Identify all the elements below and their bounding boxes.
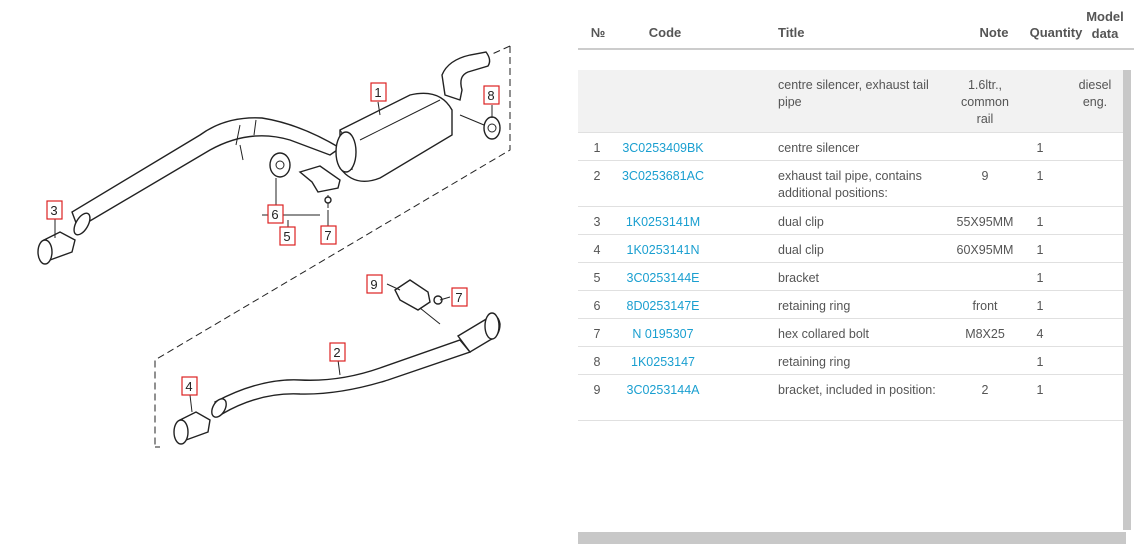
table-row[interactable]: 1 3C0253409BK centre silencer 1 (578, 133, 1123, 161)
part-quantity: 1 (1036, 141, 1044, 155)
table-spacer (578, 50, 1123, 70)
callout-5[interactable]: 5 (279, 226, 296, 246)
group-title: centre silencer, exhaust tail pipe (778, 78, 929, 109)
row-number: 4 (593, 243, 601, 257)
callout-7[interactable]: 7 (320, 225, 337, 245)
retaining-ring-8-part (459, 114, 501, 140)
part-note: front (972, 299, 998, 313)
part-code-link[interactable]: 1K0253147 (631, 355, 695, 369)
bracket-5-part (298, 165, 341, 193)
callout-3[interactable]: 3 (46, 200, 63, 220)
exploded-parts-diagram: 1 2 3 4 5 6 7 7 8 9 (37, 45, 511, 448)
table-row[interactable]: 8 1K0253147 retaining ring 1 (578, 347, 1123, 375)
table-row[interactable]: 6 8D0253147E retaining ring front 1 (578, 291, 1123, 319)
part-code-link[interactable]: 1K0253141N (626, 243, 700, 257)
dual-clip-3-part (37, 231, 76, 265)
callout-6[interactable]: 6 (267, 204, 284, 224)
callout-4[interactable]: 4 (181, 376, 198, 396)
group-note: 1.6ltr., common rail (961, 78, 1009, 126)
row-number: 1 (593, 141, 601, 155)
part-code-link[interactable]: 3C0253144E (626, 271, 700, 285)
rear-pipe-upper (441, 51, 491, 101)
retaining-ring-6-part (269, 152, 291, 178)
svg-text:5: 5 (283, 229, 290, 244)
table-row[interactable]: 9 3C0253144A bracket, included in position… (578, 375, 1123, 421)
part-title: exhaust tail pipe, contains additional p… (778, 169, 922, 200)
callout-7-lower[interactable]: 7 (451, 287, 468, 307)
part-quantity: 1 (1036, 271, 1044, 285)
svg-text:9: 9 (370, 277, 377, 292)
part-title: centre silencer (778, 141, 860, 155)
part-quantity: 1 (1036, 243, 1044, 257)
table-row[interactable]: 5 3C0253144E bracket 1 (578, 263, 1123, 291)
table-row[interactable]: 2 3C0253681AC exhaust tail pipe, contains … (578, 161, 1123, 207)
svg-text:8: 8 (487, 88, 494, 103)
row-number: 3 (593, 215, 601, 229)
part-note: 55X95MM (956, 215, 1014, 229)
part-title: dual clip (778, 215, 824, 229)
group-row: centre silencer, exhaust tail pipe 1.6lt… (578, 70, 1123, 133)
front-pipe (71, 117, 342, 230)
table-row[interactable]: 7 N 0195307 hex collared bolt M8X25 4 (578, 319, 1123, 347)
header-code: Code (648, 25, 682, 40)
svg-text:6: 6 (271, 207, 278, 222)
part-code-link[interactable]: 1K0253141M (625, 215, 701, 229)
part-note: 2 (981, 383, 989, 397)
table-header: № Code Title Note Quantity Model data (578, 0, 1134, 50)
part-note: 60X95MM (956, 243, 1014, 257)
callout-1[interactable]: 1 (370, 82, 387, 102)
header-note: Note (979, 25, 1009, 40)
callout-8[interactable]: 8 (483, 85, 500, 105)
horizontal-scrollbar[interactable] (578, 532, 1126, 544)
part-title: hex collared bolt (778, 327, 870, 341)
svg-text:7: 7 (324, 228, 331, 243)
part-title: retaining ring (778, 355, 851, 369)
svg-text:2: 2 (333, 345, 340, 360)
part-code-link[interactable]: 3C0253144A (626, 383, 700, 397)
svg-text:1: 1 (374, 85, 381, 100)
row-number: 5 (593, 271, 601, 285)
part-title: bracket (778, 271, 819, 285)
table-row[interactable]: 3 1K0253141M dual clip 55X95MM 1 (578, 207, 1123, 235)
parts-table-panel: № Code Title Note Quantity Model data ce… (578, 0, 1134, 544)
part-code-link[interactable]: 3C0253409BK (622, 141, 704, 155)
centre-silencer-part (335, 92, 453, 182)
part-quantity: 1 (1036, 383, 1044, 397)
parts-rows: centre silencer, exhaust tail pipe 1.6lt… (578, 70, 1123, 421)
row-number: 6 (593, 299, 601, 313)
part-quantity: 4 (1036, 327, 1044, 341)
part-title: retaining ring (778, 299, 851, 313)
part-quantity: 1 (1036, 299, 1044, 313)
part-title: dual clip (778, 243, 824, 257)
row-number: 8 (593, 355, 601, 369)
callout-9[interactable]: 9 (366, 274, 383, 294)
group-model: diesel eng. (1078, 78, 1112, 109)
part-note: M8X25 (965, 327, 1005, 341)
svg-text:7: 7 (455, 290, 462, 305)
row-number: 7 (593, 327, 601, 341)
table-row[interactable]: 4 1K0253141N dual clip 60X95MM 1 (578, 235, 1123, 263)
row-number: 9 (593, 383, 601, 397)
svg-text:4: 4 (185, 379, 192, 394)
svg-text:3: 3 (50, 203, 57, 218)
bracket-9-part (394, 279, 431, 311)
callout-2[interactable]: 2 (329, 342, 346, 362)
header-quantity: Quantity (1029, 25, 1083, 40)
vertical-scrollbar-thumb[interactable] (1123, 70, 1131, 530)
header-title: Title (778, 25, 805, 40)
part-quantity: 1 (1036, 169, 1044, 183)
header-model-data: Model data (1086, 9, 1124, 41)
part-title: bracket, included in position: (778, 383, 936, 397)
part-quantity: 1 (1036, 215, 1044, 229)
row-number: 2 (593, 169, 601, 183)
part-quantity: 1 (1036, 355, 1044, 369)
part-code-link[interactable]: N 0195307 (632, 327, 694, 341)
part-code-link[interactable]: 8D0253147E (626, 299, 700, 313)
part-note: 9 (981, 169, 989, 183)
header-number: № (590, 25, 606, 40)
assembly-outline (154, 45, 511, 448)
part-code-link[interactable]: 3C0253681AC (621, 169, 704, 183)
dual-clip-4-part (173, 411, 211, 445)
